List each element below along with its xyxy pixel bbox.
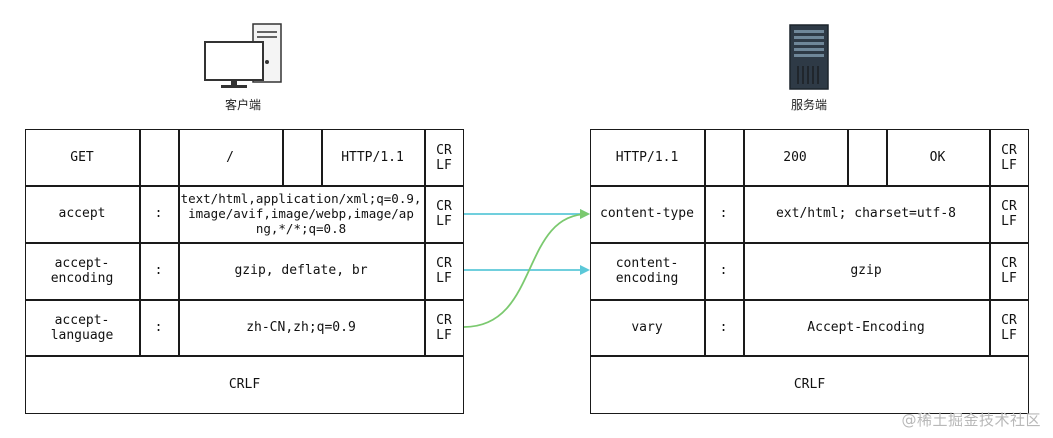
request-path: / <box>226 150 234 165</box>
header-value-accept-language: zh-CN,zh;q=0.9 <box>246 320 356 335</box>
header-name-accept: accept <box>58 206 106 221</box>
watermark: @稀土掘金技术社区 <box>901 411 1041 429</box>
server-caption: 服务端 <box>790 98 827 112</box>
request-method: GET <box>70 150 94 165</box>
header-value-accept: text/html,application/xml;q=0.9, image/a… <box>180 191 422 236</box>
header-name-vary: vary <box>631 320 663 335</box>
header-name-content-encoding: content- encoding <box>615 255 679 286</box>
header-value-vary: Accept-Encoding <box>807 320 925 335</box>
header-crlf: CR LF <box>436 255 452 286</box>
header-value-content-encoding: gzip <box>850 263 882 278</box>
header-colon: : <box>154 206 163 221</box>
header-colon: : <box>719 206 728 221</box>
request-line-crlf: CR LF <box>436 142 452 173</box>
client-caption: 客户端 <box>224 98 261 112</box>
header-value-accept-encoding: gzip, deflate, br <box>234 263 368 278</box>
header-crlf: CR LF <box>1001 255 1017 286</box>
request-version: HTTP/1.1 <box>341 150 404 165</box>
header-crlf: CR LF <box>436 312 452 343</box>
header-crlf: CR LF <box>1001 312 1017 343</box>
header-value-content-type: ext/html; charset=utf-8 <box>775 206 956 221</box>
header-colon: : <box>154 320 163 335</box>
header-crlf: CR LF <box>436 198 452 229</box>
response-status-code: 200 <box>783 150 807 165</box>
header-crlf: CR LF <box>1001 198 1017 229</box>
response-version: HTTP/1.1 <box>615 150 679 165</box>
status-line-crlf: CR LF <box>1001 142 1017 173</box>
header-name-accept-encoding: accept- encoding <box>50 255 114 286</box>
header-colon: : <box>719 263 728 278</box>
header-name-accept-language: accept- language <box>50 312 114 343</box>
request-final-crlf: CRLF <box>228 377 261 392</box>
response-final-crlf: CRLF <box>793 377 826 392</box>
header-colon: : <box>719 320 728 335</box>
desktop-computer-icon <box>204 23 282 88</box>
header-colon: : <box>154 263 163 278</box>
arrow-accept-language <box>463 209 590 328</box>
response-reason: OK <box>929 150 946 165</box>
header-name-content-type: content-type <box>600 206 694 221</box>
server-icon <box>789 24 829 90</box>
